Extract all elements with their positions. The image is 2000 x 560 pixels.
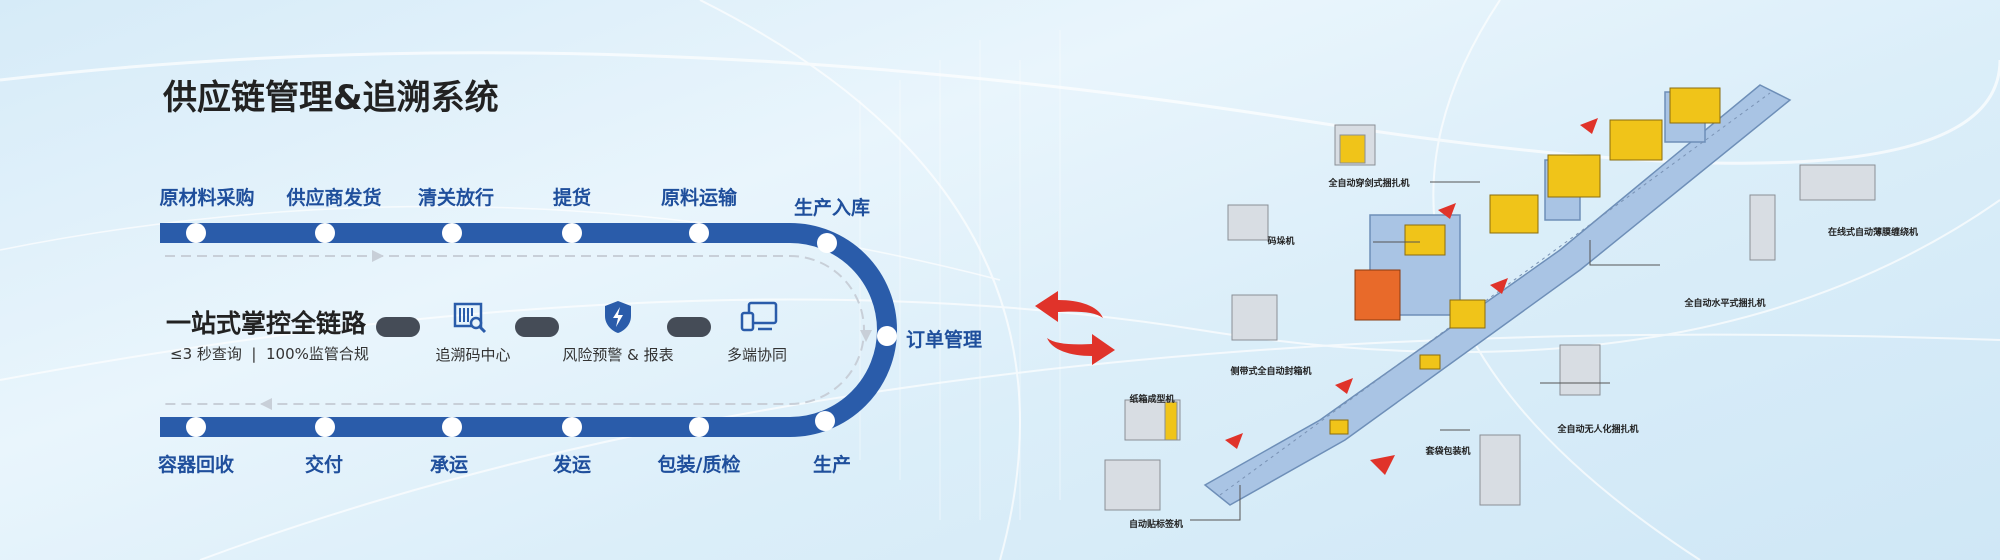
shield-lightning-icon (605, 301, 631, 333)
track-nodes (186, 223, 897, 437)
direction-arrows (1225, 118, 1598, 475)
subline: ≤3 秒查询 | 100%监管合规 (170, 345, 369, 363)
step-label: 交付 (304, 454, 344, 476)
flow-arrow-icon (260, 398, 272, 410)
page-title: 供应链管理&追溯系统 (163, 78, 499, 118)
machine-label: 自动贴标签机 (1128, 520, 1184, 530)
step-label: 原料运输 (660, 187, 738, 209)
step-label: 生产入库 (793, 197, 871, 219)
machine-label: 纸箱成型机 (1129, 395, 1175, 405)
step-label: 提货 (552, 187, 592, 209)
headline: 一站式掌控全链路 (166, 309, 367, 338)
machine-label: 码垛机 (1267, 237, 1295, 247)
pallet-stack (1354, 269, 1401, 321)
step-label: 订单管理 (906, 329, 983, 351)
standalone-machines (1104, 124, 1876, 511)
feature-label: 追溯码中心 (435, 346, 511, 364)
step-label: 容器回收 (157, 454, 235, 476)
flow-arrow-icon (372, 250, 384, 262)
separator-pills (376, 317, 711, 337)
machine-label: 全自动无人化捆扎机 (1557, 425, 1639, 435)
feature-label: 多端协同 (726, 346, 788, 364)
cargo-boxes (1329, 87, 1721, 435)
step-label: 承运 (429, 454, 469, 476)
machine-label: 在线式自动薄膜缠绕机 (1827, 228, 1919, 238)
barcode-search-icon (453, 302, 487, 334)
feature-label: 风险预警 & 报表 (562, 346, 674, 364)
flow-arrow-icon (860, 330, 872, 342)
step-label: 供应商发货 (286, 187, 382, 209)
step-label: 包装/质检 (657, 454, 741, 476)
machine-label: 侧带式全自动封箱机 (1230, 367, 1312, 377)
step-label: 发运 (552, 454, 592, 476)
multi-device-icon (740, 301, 778, 332)
step-label: 生产 (812, 454, 852, 476)
machine-label: 套袋包装机 (1425, 447, 1471, 457)
machine-label: 全自动水平式捆扎机 (1684, 299, 1766, 309)
step-label: 原材料采购 (159, 187, 255, 209)
machine-label: 全自动穿剑式捆扎机 (1328, 179, 1410, 189)
step-label: 清关放行 (417, 187, 495, 209)
